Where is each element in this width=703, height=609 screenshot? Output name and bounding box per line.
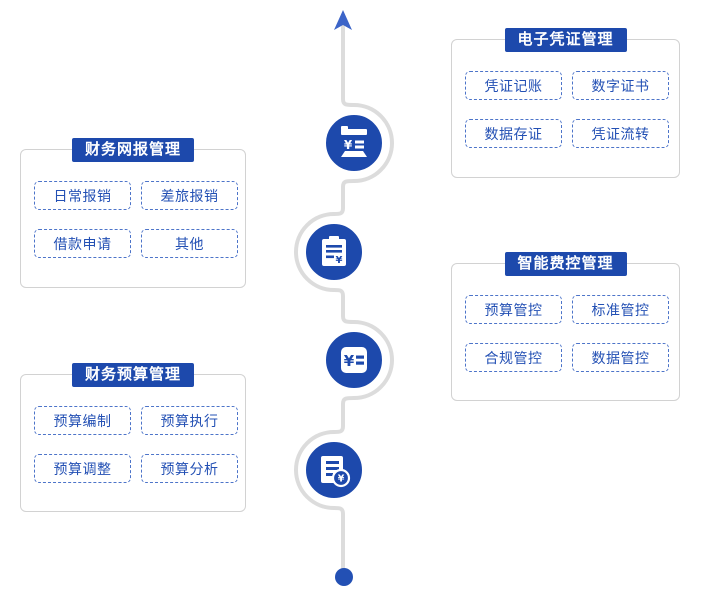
up-arrow-icon: [334, 10, 352, 30]
budget-card-icon: ¥: [322, 328, 386, 392]
feature-pill: 预算编制: [34, 406, 131, 435]
timeline-path: [294, 25, 394, 570]
pill-grid: 预算管控 标准管控 合规管控 数据管控: [452, 264, 679, 372]
svg-text:¥: ¥: [344, 138, 353, 152]
card-title-evoucher: 电子凭证管理: [504, 28, 627, 52]
feature-pill: 借款申请: [34, 229, 131, 258]
feature-pill: 差旅报销: [141, 181, 238, 210]
feature-pill: 凭证记账: [465, 71, 562, 100]
feature-pill: 数据存证: [465, 119, 562, 148]
feature-pill: 预算分析: [141, 454, 238, 483]
pill-grid: 日常报销 差旅报销 借款申请 其他: [21, 150, 245, 258]
card-evoucher: 电子凭证管理 凭证记账 数字证书 数据存证 凭证流转: [451, 28, 680, 178]
card-title-expense-control: 智能费控管理: [504, 252, 627, 276]
card-title-online-reporting: 财务网报管理: [71, 138, 195, 162]
svg-text:¥: ¥: [344, 352, 355, 370]
feature-pill: 日常报销: [34, 181, 131, 210]
feature-pill: 预算管控: [465, 295, 562, 324]
pill-grid: 凭证记账 数字证书 数据存证 凭证流转: [452, 40, 679, 148]
card-budget: 财务预算管理 预算编制 预算执行 预算调整 预算分析: [20, 363, 246, 512]
card-expense-control: 智能费控管理 预算管控 标准管控 合规管控 数据管控: [451, 252, 680, 401]
timeline-spine: ¥ ¥ ¥: [294, 10, 394, 586]
feature-pill: 预算调整: [34, 454, 131, 483]
pill-grid: 预算编制 预算执行 预算调整 预算分析: [21, 375, 245, 483]
svg-text:¥: ¥: [336, 255, 343, 266]
feature-pill: 数据管控: [572, 343, 669, 372]
feature-pill: 其他: [141, 229, 238, 258]
feature-pill: 数字证书: [572, 71, 669, 100]
end-dot: [335, 568, 353, 586]
expense-doc-icon: ¥: [302, 438, 366, 502]
svg-text:¥: ¥: [338, 474, 345, 485]
card-title-budget: 财务预算管理: [71, 363, 195, 387]
feature-pill: 预算执行: [141, 406, 238, 435]
stamp-voucher-icon: ¥: [322, 111, 386, 175]
feature-pill: 凭证流转: [572, 119, 669, 148]
card-online-reporting: 财务网报管理 日常报销 差旅报销 借款申请 其他: [20, 138, 246, 288]
feature-pill: 合规管控: [465, 343, 562, 372]
feature-pill: 标准管控: [572, 295, 669, 324]
clipboard-report-icon: ¥: [302, 220, 366, 284]
